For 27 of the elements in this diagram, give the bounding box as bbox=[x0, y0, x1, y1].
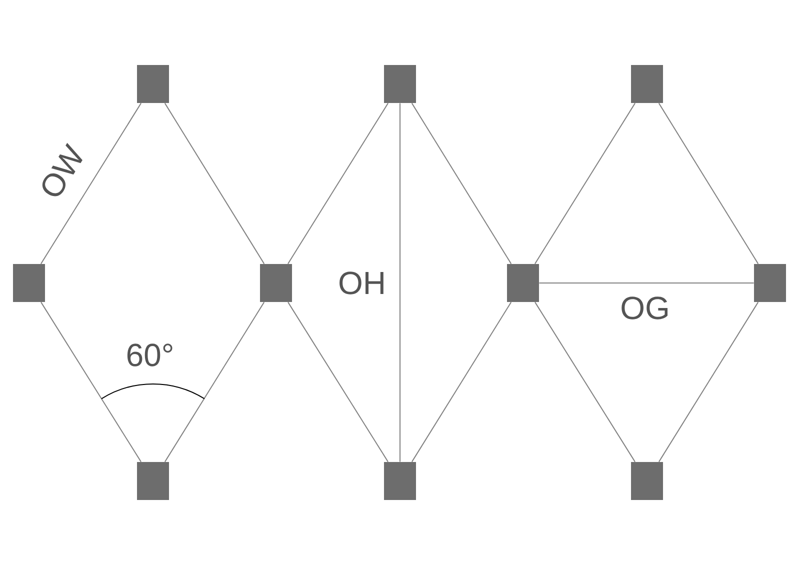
line bbox=[538, 282, 754, 284]
square-node bbox=[384, 462, 416, 500]
square-node bbox=[137, 462, 169, 500]
line bbox=[287, 102, 389, 264]
line bbox=[658, 302, 759, 462]
square-node bbox=[13, 264, 45, 302]
square-node bbox=[137, 65, 169, 103]
square-node bbox=[754, 264, 786, 302]
square-node bbox=[631, 65, 663, 103]
line bbox=[411, 102, 512, 264]
edge-label: OG bbox=[622, 296, 668, 320]
edge-label: OW bbox=[42, 142, 82, 196]
square-node bbox=[507, 264, 539, 302]
edge-label: OH bbox=[340, 272, 384, 294]
square-node bbox=[260, 264, 292, 302]
line bbox=[658, 102, 759, 264]
line bbox=[40, 102, 142, 264]
line bbox=[164, 302, 265, 462]
line bbox=[40, 302, 142, 462]
line bbox=[164, 102, 265, 264]
square-node bbox=[631, 462, 663, 500]
line bbox=[288, 302, 389, 462]
line bbox=[411, 302, 512, 462]
square-node bbox=[384, 65, 416, 103]
line bbox=[534, 102, 636, 264]
line bbox=[534, 302, 636, 462]
angle-label: 60° bbox=[127, 344, 172, 366]
